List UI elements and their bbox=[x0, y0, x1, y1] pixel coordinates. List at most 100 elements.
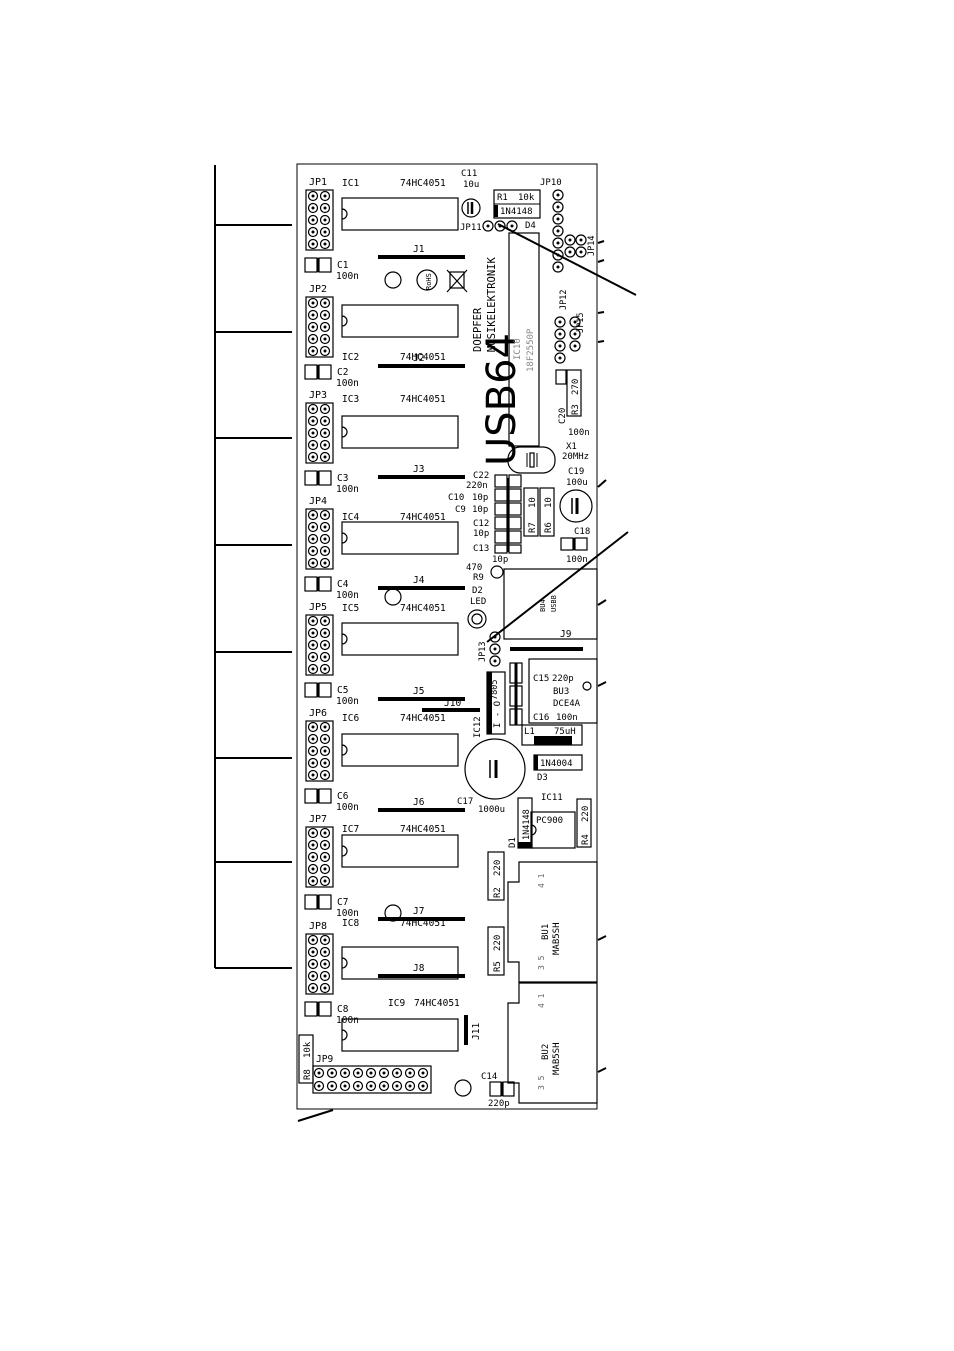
d2-value: LED bbox=[470, 597, 486, 607]
header-pin bbox=[319, 663, 331, 675]
r6-outline bbox=[539, 487, 555, 537]
header-pin bbox=[319, 521, 331, 533]
d3-value: 1N4004 bbox=[540, 759, 573, 769]
header-pin bbox=[307, 733, 319, 745]
header-pin-hole bbox=[323, 443, 327, 447]
header-pin-hole bbox=[311, 194, 315, 198]
header-pin bbox=[307, 533, 319, 545]
header-outline bbox=[305, 933, 334, 995]
jp10-pin bbox=[552, 213, 564, 225]
d3-label: D3 bbox=[537, 773, 548, 783]
ic-type: 74HC4051 bbox=[400, 178, 446, 189]
jp-label: JP5 bbox=[309, 602, 327, 613]
header-pin-hole bbox=[323, 667, 327, 671]
ic-label: IC6 bbox=[342, 713, 359, 724]
jp-label: JP4 bbox=[309, 496, 327, 507]
ic-type: 74HC4051 bbox=[400, 512, 446, 523]
header-pin-hole bbox=[311, 974, 315, 978]
cap-value: 100n bbox=[336, 271, 359, 282]
jp10-pin-hole bbox=[556, 253, 560, 257]
jp10-pin bbox=[552, 249, 564, 261]
c10-value: 10p bbox=[472, 493, 488, 503]
svg-text:RoHS: RoHS bbox=[425, 273, 433, 290]
header-pin-hole bbox=[323, 561, 327, 565]
c18-label: C18 bbox=[574, 527, 590, 537]
header-pin-hole bbox=[311, 938, 315, 942]
bu2-label: BU2 bbox=[541, 1044, 551, 1060]
bu1-din-outline bbox=[507, 861, 598, 983]
header-pin bbox=[319, 946, 331, 958]
bu2-value: MAB5SH bbox=[552, 1042, 562, 1075]
c14-label: C14 bbox=[481, 1072, 497, 1082]
jp9-pin bbox=[417, 1080, 429, 1092]
header-pin bbox=[307, 615, 319, 627]
header-pin bbox=[319, 226, 331, 238]
header-pin-hole bbox=[311, 986, 315, 990]
header-pin bbox=[307, 663, 319, 675]
header-pin-hole bbox=[311, 879, 315, 883]
jp-label: JP6 bbox=[309, 708, 327, 719]
ic10-label: IC10 bbox=[513, 338, 523, 360]
header-pin bbox=[307, 545, 319, 557]
header-pin-hole bbox=[311, 749, 315, 753]
header-pin-hole bbox=[311, 667, 315, 671]
header-pin bbox=[307, 345, 319, 357]
r3-label: R3 bbox=[571, 404, 581, 415]
header-pin bbox=[307, 627, 319, 639]
cap-value: 100n bbox=[336, 696, 359, 707]
header-pin-hole bbox=[311, 549, 315, 553]
header-pin bbox=[307, 238, 319, 250]
header-pin bbox=[307, 214, 319, 226]
jp9-pin bbox=[352, 1067, 364, 1079]
c15-label: C15 bbox=[533, 674, 549, 684]
jp9-pin-hole bbox=[382, 1084, 386, 1088]
header-pin bbox=[307, 839, 319, 851]
header-pin bbox=[319, 333, 331, 345]
jp10-pin-hole bbox=[556, 241, 560, 245]
c17-value: 1000u bbox=[478, 805, 505, 815]
r4-outline bbox=[576, 798, 592, 848]
header-pin-hole bbox=[311, 407, 315, 411]
jp15-label: JP15 bbox=[576, 313, 586, 333]
cap-label: C7 bbox=[337, 897, 348, 908]
ic-notch bbox=[341, 633, 348, 645]
right-callout-ticks bbox=[297, 240, 607, 1122]
r1-value: 10k bbox=[518, 193, 535, 203]
header-pin-hole bbox=[323, 725, 327, 729]
jp9-outline bbox=[312, 1065, 432, 1094]
header-pin-hole bbox=[323, 313, 327, 317]
ic-notch bbox=[341, 744, 348, 756]
jp14-label: JP14 bbox=[587, 236, 597, 256]
ic-label: IC2 bbox=[342, 352, 359, 363]
header-pin-hole bbox=[323, 337, 327, 341]
ic-outline bbox=[341, 415, 459, 449]
header-pin-hole bbox=[323, 879, 327, 883]
header-pin bbox=[319, 733, 331, 745]
c9-label: C9 bbox=[455, 505, 466, 515]
ic-notch bbox=[341, 426, 348, 438]
c20-value: 100n bbox=[568, 428, 590, 438]
header-pin bbox=[319, 875, 331, 887]
ic-type: 74HC4051 bbox=[400, 713, 446, 724]
jp-label: JP2 bbox=[309, 284, 327, 295]
jp10-pin bbox=[552, 189, 564, 201]
header-pin-hole bbox=[323, 549, 327, 553]
ic-label: IC5 bbox=[342, 603, 359, 614]
header-pin bbox=[307, 827, 319, 839]
jp10-label: JP10 bbox=[540, 178, 562, 188]
header-pin bbox=[307, 557, 319, 569]
ic-notch bbox=[341, 845, 348, 857]
c17-outline bbox=[464, 738, 526, 800]
cap-value: 100n bbox=[336, 908, 359, 919]
jp9-pin-hole bbox=[343, 1071, 347, 1075]
header-pin-hole bbox=[323, 962, 327, 966]
header-outline bbox=[305, 402, 334, 464]
r3-value: 270 bbox=[571, 379, 581, 395]
c11-outline bbox=[461, 198, 481, 218]
r2-label: R2 bbox=[493, 887, 503, 898]
x1-value: 20MHz bbox=[562, 452, 589, 462]
bu2-din-outline bbox=[507, 982, 598, 1104]
